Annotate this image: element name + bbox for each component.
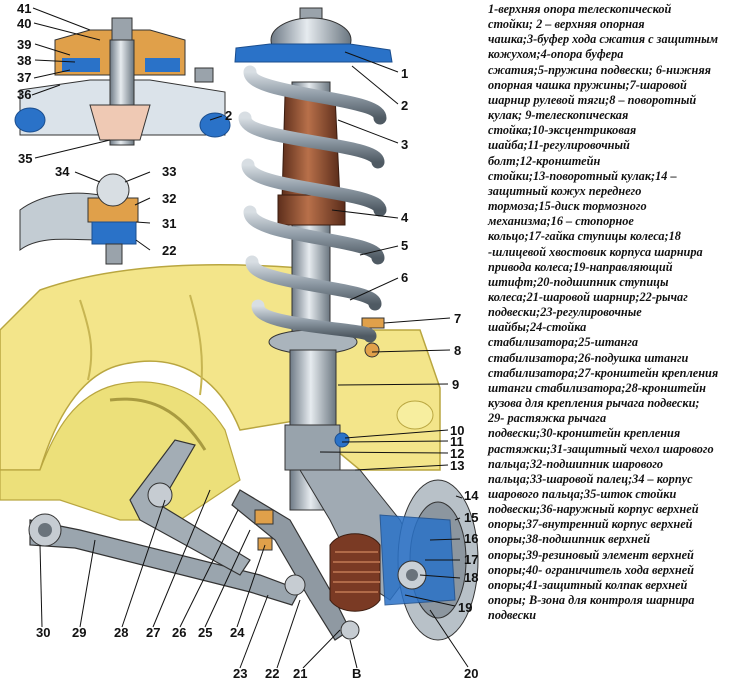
legend-line: стабилизатора;27-кронштейн крепления <box>488 365 719 380</box>
lower-arm-assembly <box>28 439 360 641</box>
callout-6: 6 <box>401 270 408 285</box>
callout-25: 25 <box>198 625 212 640</box>
callout-22-inset: 22 <box>162 243 176 258</box>
legend-line: стойка;10-эксцентриковая <box>488 123 637 138</box>
callout-32: 32 <box>162 191 176 206</box>
legend-line: опоры;37-внутренний корпус верхней <box>488 517 693 532</box>
inset-ball-joint <box>19 173 139 265</box>
legend-line: шарового пальца;35-шток стойки <box>488 487 677 501</box>
legend-line: болт;12-кронштейн <box>488 153 601 168</box>
callout-labels: 1 2 3 4 5 6 7 8 9 10 11 12 13 14 15 16 1… <box>17 1 479 681</box>
callout-16: 16 <box>464 531 478 546</box>
legend-line: растяжки;31-защитный чехол шарового <box>488 441 714 456</box>
legend-line: опоры;39-резиновый элемент верхней <box>488 547 694 562</box>
legend-line: опоры;41-защитный колпак верхней <box>488 577 688 592</box>
legend-line: подвески;23-регулировочные <box>488 305 642 320</box>
legend-line: чашка;3-буфер хода сжатия с защитным <box>488 32 719 47</box>
callout-2: 2 <box>401 98 408 113</box>
legend-line: штанги стабилизатора;28-кронштейн <box>488 380 706 395</box>
callout-35: 35 <box>18 151 32 166</box>
callout-26: 26 <box>172 625 186 640</box>
legend-line: кузова для крепления рычага подвески; <box>488 396 700 411</box>
inset-upper-support <box>14 17 231 146</box>
legend-line: стойки; 2 – верхняя опорная <box>488 17 645 32</box>
callout-22: 22 <box>265 666 279 681</box>
legend-line: колеса;21-шаровой шарнир;22-рычаг <box>488 289 688 304</box>
inset-nut <box>194 67 214 83</box>
legend-line: опоры; В-зона для контроля шарнира <box>488 593 695 608</box>
callout-38: 38 <box>17 53 31 68</box>
legend-line: подвески;36-наружный корпус верхней <box>488 502 699 517</box>
callout-7: 7 <box>454 311 461 326</box>
legend-line: стойки;13-поворотный кулак;14 – <box>488 168 677 183</box>
callout-8: 8 <box>454 343 461 358</box>
legend-line: шайба;11-регулировочный <box>488 138 630 153</box>
callout-11: 11 <box>450 434 464 449</box>
callout-41: 41 <box>17 1 31 16</box>
callout-10: 10 <box>450 423 464 438</box>
callout-15: 15 <box>464 510 478 525</box>
callout-b-zone: B <box>352 666 361 681</box>
legend-line: пальца;33-шаровой палец;34 – корпус <box>488 471 693 486</box>
legend-line: 1-верхняя опора телескопической <box>488 2 672 16</box>
callout-1: 1 <box>401 66 408 81</box>
callout-36: 36 <box>17 87 31 102</box>
legend-line: стабилизатора;26-подушка штанги <box>488 350 689 365</box>
legend-line: подвески <box>488 608 537 623</box>
callout-20: 20 <box>464 666 478 681</box>
callout-17: 17 <box>464 552 478 567</box>
callout-23: 23 <box>233 666 247 681</box>
callout-19: 19 <box>458 600 472 615</box>
legend-line: сжатия;5-пружина подвески; 6-нижняя <box>488 62 712 77</box>
callout-3: 3 <box>401 137 408 152</box>
legend-line: привода колеса;19-направляющий <box>488 259 673 274</box>
legend-line: кольцо;17-гайка ступицы колеса;18 <box>488 229 681 244</box>
callout-2-inset: 2 <box>225 108 232 123</box>
callout-12: 12 <box>450 446 464 461</box>
legend-line: защитный кожух переднего <box>488 183 642 198</box>
legend-line: стабилизатора;25-штанга <box>488 335 639 350</box>
callout-27: 27 <box>146 625 160 640</box>
callout-31: 31 <box>162 216 176 231</box>
callout-37: 37 <box>17 70 31 85</box>
knuckle-hub-brake <box>299 469 479 641</box>
callout-34: 34 <box>55 164 70 179</box>
legend-line: опорная чашка пружины;7-шаровой <box>488 77 687 92</box>
callout-33: 33 <box>162 164 176 179</box>
legend-line: кулак; 9-телескопическая <box>488 108 629 123</box>
coil-spring <box>238 65 387 343</box>
callout-14: 14 <box>464 488 479 503</box>
legend-line: тормоза;15-диск тормозного <box>488 199 647 214</box>
legend-line: пальца;32-подшипник шарового <box>488 456 664 471</box>
callout-18: 18 <box>464 570 478 585</box>
callout-21: 21 <box>293 666 307 681</box>
legend-line: шайбы;24-стойка <box>488 320 587 335</box>
callout-40: 40 <box>17 16 31 31</box>
callout-29: 29 <box>72 625 86 640</box>
legend-line: подвески;30-кронштейн крепления <box>488 426 681 441</box>
legend-line: 29- растяжка рычага <box>488 411 607 426</box>
legend-line: опоры;38-подшипник верхней <box>488 532 651 547</box>
callout-9: 9 <box>452 377 459 392</box>
callout-24: 24 <box>230 625 245 640</box>
callout-5: 5 <box>401 238 408 253</box>
leader-lines <box>31 7 469 669</box>
legend-line: шарнир рулевой тяги;8 – поворотный <box>488 92 697 107</box>
callout-30: 30 <box>36 625 50 640</box>
legend-line: штифт;20-подшипник ступицы <box>488 274 669 289</box>
legend-line: опоры;40- ограничитель хода верхней <box>488 562 695 577</box>
callout-28: 28 <box>114 625 128 640</box>
legend-line: -шлицевой хвостовик корпуса шарнира <box>488 244 703 259</box>
callout-39: 39 <box>17 37 31 52</box>
legend-line: механизма;16 – стопорное <box>488 214 634 229</box>
callout-4: 4 <box>401 210 409 225</box>
legend-line: кожухом;4-опора буфера <box>488 47 624 62</box>
callout-13: 13 <box>450 458 464 473</box>
